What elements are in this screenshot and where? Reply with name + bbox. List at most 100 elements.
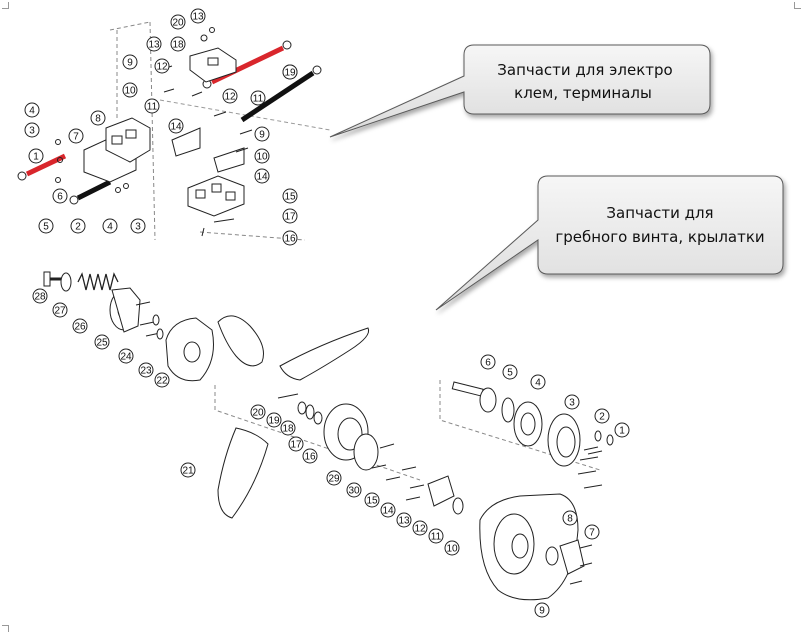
connector-housing [83,117,151,183]
electric-part-label-text: 18 [172,40,184,51]
electric-part-label-text: 9 [127,58,133,69]
hub-25 [109,287,141,333]
electric-part-label-circle [28,148,44,164]
electric-part-label-20: 20 [170,14,186,30]
bearing-4 [513,401,543,447]
propeller-part-label-text: 14 [382,506,394,517]
terminal-block [187,175,245,217]
electric-part-label-circle [24,122,40,138]
electric-part-label-circle [250,90,266,106]
propeller-part-label-26: 26 [72,318,88,334]
propeller-part-label-circle [564,394,580,410]
propeller-part-label-circle [614,422,630,438]
black-cable-left [69,179,112,205]
electric-part-label-2: 2 [70,218,86,234]
propeller-part-label-text: 4 [535,378,541,389]
electric-part-label-14: 14 [168,118,184,134]
electric-part-label-3: 3 [130,218,146,234]
black-cable-right [240,65,322,123]
spring-26 [77,272,119,291]
electric-part-label-circle [144,98,160,114]
electric-part-label-10: 10 [254,148,270,164]
electric-part-label-13: 13 [190,8,206,24]
electric-part-label-circle [254,168,270,184]
electric-part-label-text: 4 [107,222,113,233]
propeller-part-label-circle [250,404,266,420]
blade-upper [217,315,264,367]
electric-part-label-text: 3 [135,222,141,233]
propeller-part-label-text: 23 [140,366,152,377]
propeller-part-label-circle [180,462,196,478]
electric-part-label-10: 10 [122,82,138,98]
electric-part-label-text: 19 [284,68,296,79]
propeller-part-label-circle [302,448,318,464]
electric-part-label-text: 16 [284,234,296,245]
propeller-part-label-circle [138,362,154,378]
electric-part-label-5: 5 [38,218,54,234]
electric-part-label-circle [254,148,270,164]
propeller-part-label-circle [266,412,282,428]
electric-part-label-text: 2 [75,222,81,233]
electric-part-label-8: 8 [90,110,106,126]
propeller-part-label-text: 17 [290,440,302,451]
callout-propeller-line-1: Запчасти для [606,204,713,222]
red-cable-left [17,153,67,181]
terminal-plate [189,47,237,83]
electric-part-label-circle [146,36,162,52]
electric-part-label-circle [52,188,68,204]
electric-part-label-9: 9 [122,54,138,70]
electric-part-label-text: 8 [95,114,101,125]
propeller-part-label-text: 3 [569,398,575,409]
propeller-part-label-text: 6 [485,358,491,369]
propeller-part-label-text: 22 [156,376,168,387]
electric-part-label-circle [130,218,146,234]
electric-part-label-text: 12 [224,92,236,103]
electric-part-label-text: 12 [156,62,168,73]
propeller-part-label-12: 12 [412,520,428,536]
page-corner-mark-top-right [794,2,801,9]
electric-part-label-circle [282,188,298,204]
propeller-part-label-text: 11 [431,532,442,543]
propeller-part-label-text: 27 [54,306,66,317]
electric-part-label-circle [70,218,86,234]
propeller-part-label-circle [444,540,460,556]
electric-part-label-12: 12 [222,88,238,104]
electric-part-label-16: 16 [282,230,298,246]
plate-29 [353,433,379,471]
flange-3 [547,413,581,467]
electric-exploded-view [17,21,331,241]
propeller-part-label-18: 18 [280,420,296,436]
electric-part-label-circle [170,36,186,52]
electric-part-label-13: 13 [146,36,162,52]
electric-part-label-circle [282,64,298,80]
electric-part-label-19: 19 [282,64,298,80]
propeller-part-label-circle [584,524,600,540]
electric-part-label-11: 11 [144,98,160,114]
electric-part-label-circle [222,88,238,104]
electric-part-label-text: 7 [73,132,79,143]
electric-part-label-circle [168,118,184,134]
cover-8 [559,539,585,575]
electric-part-label-circle [282,208,298,224]
callout-electric [329,44,711,138]
electric-part-label-7: 7 [68,128,84,144]
electric-part-label-circle [68,128,84,144]
callout-electric-line-1: Запчасти для электро [497,61,672,79]
electric-part-label-text: 9 [259,130,265,141]
propeller-part-label-3: 3 [564,394,580,410]
electric-part-label-text: 17 [284,212,296,223]
blade-21 [217,427,269,519]
electric-part-label-text: 14 [256,172,268,183]
electric-part-label-text: 10 [124,86,136,97]
propeller-part-label-text: 28 [34,292,46,303]
propeller-part-label-text: 9 [539,606,545,617]
callout-electric-line-2: клем, терминалы [514,84,652,102]
retainer-12 [427,475,455,507]
shaft-6 [451,381,497,413]
propeller-part-label-circle [412,520,428,536]
electric-part-label-text: 13 [192,12,204,23]
electric-part-label-4: 4 [24,102,40,118]
electric-part-label-circle [24,102,40,118]
propeller-part-label-circle [396,512,412,528]
propeller-part-label-text: 26 [74,322,86,333]
